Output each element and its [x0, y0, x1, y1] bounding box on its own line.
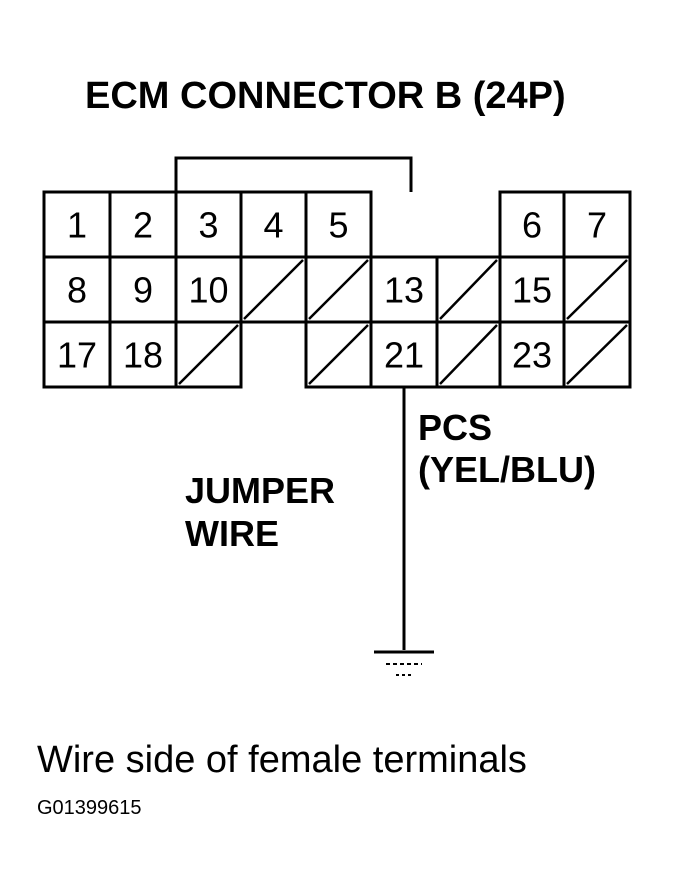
- pcs-label: PCS: [418, 407, 492, 448]
- terminal-number: 23: [512, 335, 552, 376]
- connector-cell-empty: [562, 255, 632, 324]
- unused-terminal-slash: [243, 259, 304, 320]
- connector-cell-2: 2: [108, 190, 178, 259]
- pcs-wire-color-label: (YEL/BLU): [418, 449, 596, 490]
- connector-cell-3: 3: [174, 190, 243, 259]
- terminal-number: 10: [188, 270, 228, 311]
- connector-cell-15: 15: [498, 255, 566, 324]
- connector-cell-empty: [435, 255, 502, 324]
- unused-terminal-slash: [308, 324, 369, 385]
- connector-cell-6: 6: [498, 190, 566, 259]
- connector-cell-1: 1: [42, 190, 112, 259]
- unused-terminal-slash: [439, 324, 498, 385]
- figure-id: G01399615: [37, 797, 142, 819]
- terminal-number: 18: [123, 335, 163, 376]
- unused-terminal-slash: [178, 324, 239, 385]
- connector-cell-10: 10: [174, 255, 243, 324]
- connector-cell-17: 17: [42, 320, 112, 389]
- connector-cell-empty: [304, 255, 373, 324]
- terminal-number: 5: [328, 205, 348, 246]
- terminal-number: 21: [384, 335, 424, 376]
- jumper-label-wire: WIRE: [185, 513, 279, 554]
- connector-cell-empty: [562, 320, 632, 389]
- terminal-number: 4: [263, 205, 283, 246]
- terminal-number: 15: [512, 270, 552, 311]
- connector-cell-7: 7: [562, 190, 632, 259]
- jumper-wire: [174, 156, 413, 192]
- connector-cell-empty: [435, 320, 502, 389]
- connector-cell-18: 18: [108, 320, 178, 389]
- unused-terminal-slash: [308, 259, 369, 320]
- unused-terminal-slash: [566, 259, 628, 320]
- connector-cell-empty: [239, 255, 308, 324]
- unused-terminal-slash: [439, 259, 498, 320]
- caption: Wire side of female terminals: [37, 739, 527, 781]
- connector-cell-9: 9: [108, 255, 178, 324]
- connector-cell-empty: [174, 320, 243, 389]
- terminal-number: 1: [67, 205, 87, 246]
- unused-terminal-slash: [566, 324, 628, 385]
- jumper-label: JUMPER: [185, 470, 335, 511]
- connector-cell-13: 13: [369, 255, 439, 324]
- terminal-number: 9: [133, 270, 153, 311]
- terminal-number: 8: [67, 270, 87, 311]
- terminal-number: 7: [587, 205, 607, 246]
- terminal-number: 2: [133, 205, 153, 246]
- connector-cell-4: 4: [239, 190, 308, 259]
- diagram-title: ECM CONNECTOR B (24P): [85, 75, 566, 117]
- connector-cell-21: 21: [369, 320, 439, 389]
- connector-cell-23: 23: [498, 320, 566, 389]
- ground-icon: [374, 650, 434, 676]
- connector-cell-8: 8: [42, 255, 112, 324]
- connector-cell-empty: [304, 320, 373, 389]
- connector-cell-5: 5: [304, 190, 373, 259]
- terminal-number: 3: [198, 205, 218, 246]
- terminal-number: 13: [384, 270, 424, 311]
- terminal-number: 6: [522, 205, 542, 246]
- terminal-number: 17: [57, 335, 97, 376]
